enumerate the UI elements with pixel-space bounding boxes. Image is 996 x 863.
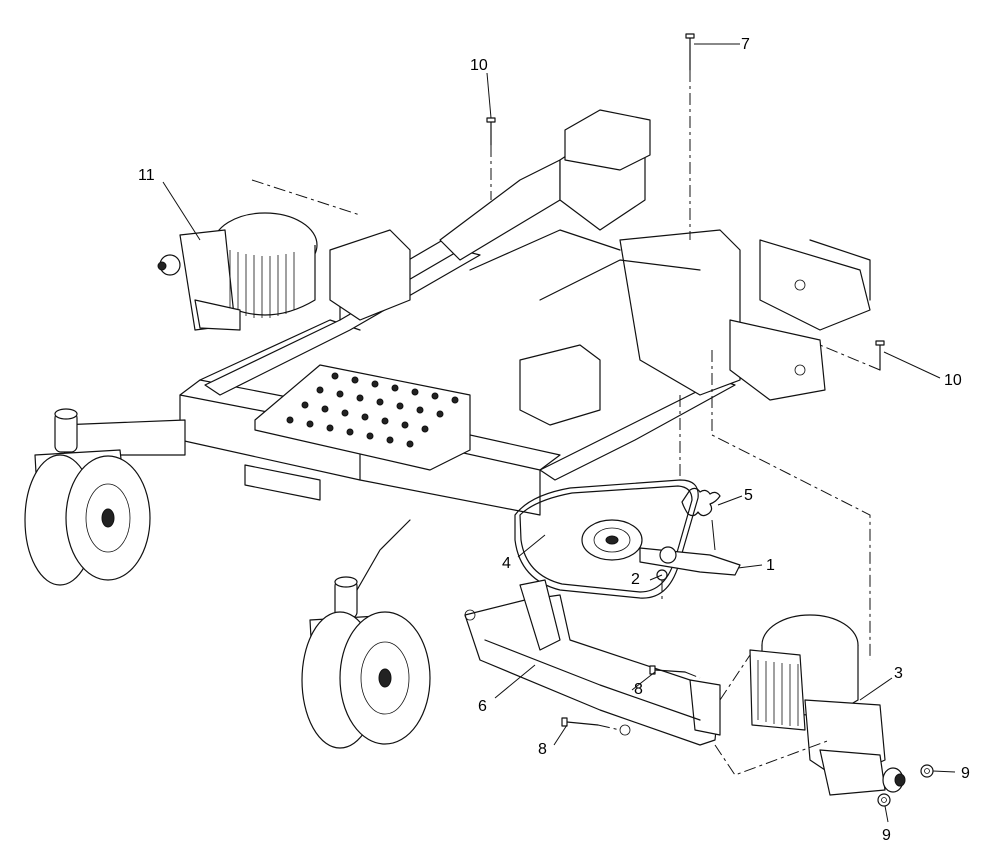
mower-frame	[179, 109, 871, 516]
left-transaxle-pump	[157, 212, 318, 331]
nut-9-lower	[877, 793, 891, 807]
callout-1: 1	[766, 557, 775, 574]
callout-3: 3	[894, 665, 903, 682]
callout-9-lower: 9	[882, 827, 891, 844]
bolt-7	[685, 33, 695, 71]
callout-7: 7	[741, 36, 750, 53]
right-caster-wheel	[301, 519, 431, 749]
left-caster-wheel	[24, 408, 186, 586]
callout-9-upper: 9	[961, 765, 970, 782]
bolt-10-right	[875, 340, 885, 371]
bolt-10-upper	[486, 117, 496, 146]
callout-8-upper: 8	[634, 681, 643, 698]
idler-spring	[681, 487, 721, 551]
leader-lines	[162, 43, 956, 823]
rear-axle-bracket	[464, 579, 721, 746]
right-transaxle-pump	[749, 614, 906, 796]
callout-6: 6	[478, 698, 487, 715]
foot-plate-holes	[286, 372, 459, 448]
callout-10-upper: 10	[470, 57, 488, 74]
callouts: 1 2 3 4 5 6 7 8 8 9 9 10 10 11	[138, 36, 970, 844]
idler-pulley	[581, 519, 643, 561]
callout-11: 11	[138, 167, 155, 184]
nut-9-upper	[920, 764, 934, 778]
callout-5: 5	[744, 487, 753, 504]
callout-4: 4	[502, 555, 511, 572]
assembly-lines	[251, 70, 881, 776]
bolt-8-lower	[561, 717, 599, 727]
callout-8-lower: 8	[538, 741, 547, 758]
callout-2: 2	[631, 571, 640, 588]
callout-10-right: 10	[944, 372, 962, 389]
idler-arm	[639, 546, 741, 581]
